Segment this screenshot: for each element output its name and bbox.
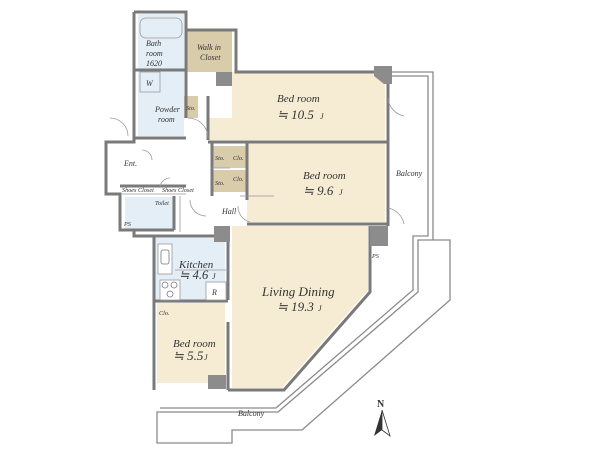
balcony-outline — [156, 71, 451, 444]
bath-label-2: room — [146, 49, 163, 58]
door-swings — [109, 97, 405, 225]
living-unit: J — [318, 304, 322, 313]
bedroom2-area: ≒ 9.6 — [303, 183, 334, 198]
shoes-closet-1-label: Shoes Closet — [122, 187, 154, 194]
columns — [208, 66, 392, 389]
living-label: Living Dining — [261, 284, 335, 299]
bedroom3-unit: J — [204, 353, 208, 362]
bedroom1-area: ≒ 10.5 — [277, 107, 314, 122]
north-compass: N — [374, 399, 391, 438]
fridge-label: R — [211, 288, 217, 297]
bath-size: 1620 — [146, 59, 162, 68]
kitchen-area: ≒ 4.6 — [179, 268, 209, 282]
bedroom2-floor — [247, 143, 385, 222]
bedroom2-label: Bed room — [303, 170, 346, 182]
washer-label: W — [146, 79, 154, 88]
stove — [161, 281, 178, 298]
interior-lines — [122, 17, 274, 301]
powder-label: Powder — [154, 105, 181, 114]
bedroom1-label: Bed room — [277, 93, 320, 105]
bath-label: Bath — [146, 39, 161, 48]
bedroom2-unit: J — [339, 188, 343, 197]
clo-a-floor — [231, 146, 247, 168]
bedroom3-floor — [157, 303, 225, 383]
powder-label-2: room — [158, 115, 175, 124]
compass-arrow-icon — [374, 410, 382, 436]
kitchen-label: Kitchen — [178, 259, 214, 271]
entrance-label: Ent. — [123, 159, 137, 168]
sto-top-label: Sto. — [186, 105, 195, 112]
sto-a-label: Sto. — [215, 155, 224, 162]
bedroom1-unit: J — [320, 112, 324, 121]
walk-in-closet-floor — [186, 30, 232, 72]
clo-b-label: Clo. — [233, 176, 244, 183]
sto-a-floor — [213, 146, 231, 168]
walls — [104, 10, 390, 392]
toilet-label: Toilet — [155, 200, 169, 207]
hall-label: Hall — [221, 207, 237, 216]
ps-right-label: PS — [371, 253, 379, 260]
clo-b-floor — [231, 170, 247, 192]
sto-b-label: Sto. — [215, 180, 224, 187]
ps-left-label: PS — [123, 221, 131, 228]
clo-c-label: Clo. — [159, 310, 170, 317]
sink — [160, 249, 170, 265]
balcony-east-label: Balcony — [396, 169, 423, 178]
living-floor — [232, 226, 368, 388]
clo-a-label: Clo. — [233, 155, 244, 162]
sto-b-floor — [213, 170, 231, 192]
bedroom3-label: Bed room — [173, 338, 216, 350]
bedroom1-floor — [208, 72, 385, 140]
toilet-floor — [125, 197, 173, 229]
shoes-closet-2-label: Shoes Closet — [162, 187, 194, 194]
compass-n-label: N — [377, 399, 385, 410]
bathroom-floor — [138, 14, 184, 70]
balcony-south-label: Balcony — [238, 409, 265, 418]
washroom-floor — [138, 70, 184, 136]
bedroom3-area: ≒ 5.5 — [173, 348, 204, 363]
kitchen-unit: J — [212, 272, 216, 281]
living-area: ≒ 19.3 — [277, 299, 314, 314]
wic-label: Walk in — [197, 43, 221, 52]
wic-label-2: Closet — [200, 53, 221, 62]
